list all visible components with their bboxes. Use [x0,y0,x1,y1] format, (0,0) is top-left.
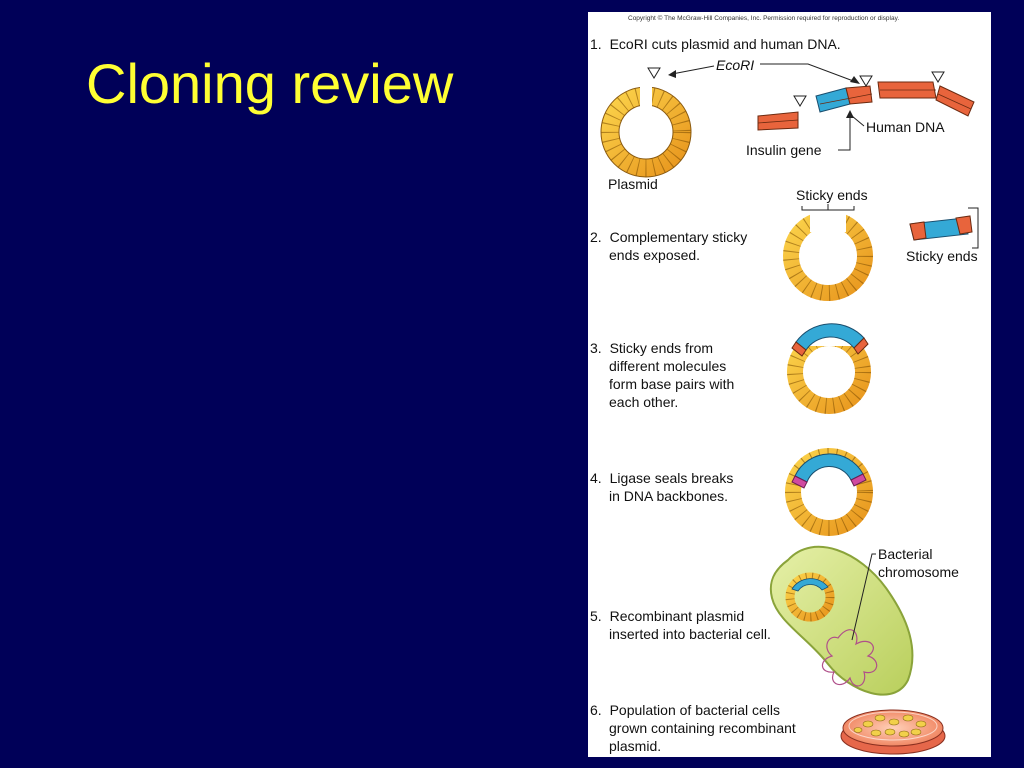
copyright-notice: Copyright © The McGraw-Hill Companies, I… [628,14,899,22]
bacterial-chromosome [821,629,878,687]
recombinant-plasmid-in-cell [785,572,835,622]
cloning-diagram: Copyright © The McGraw-Hill Companies, I… [590,14,979,755]
ecori-site-marker [647,67,661,79]
plasmid-label: Plasmid [608,176,658,192]
step-3-text: 3. Sticky ends from different molecules … [590,340,738,410]
human-dna-label: Human DNA [866,119,945,135]
insulin-gene-arrowhead [846,110,854,118]
step-5-text: 5. Recombinant plasmid inserted into bac… [590,608,771,642]
step-1-text: 1. EcoRI cuts plasmid and human DNA. [590,36,841,52]
plasmid-ring-step4 [785,448,873,536]
ecori-arrow-right [760,63,857,83]
sticky-ends-right-label: Sticky ends [906,248,978,264]
insulin-gene-leader [838,116,851,151]
bacterial-chromosome-leader [851,553,876,641]
sticky-ends-top-label: Sticky ends [796,187,868,203]
plasmid-ring [600,82,692,178]
insulin-fragment-step2 [909,215,973,241]
ecori-label: EcoRI [716,57,754,73]
ecori-arrowhead-right [850,76,860,84]
sticky-ends-top-bracket [801,204,855,211]
ecori-arrow-left [671,65,715,75]
step-4-text: 4. Ligase seals breaks in DNA backbones. [590,470,737,504]
plasmid-ring-step3 [787,323,871,414]
human-dna-strand [757,81,975,131]
ecori-arrowhead-left [668,70,676,78]
ecori-site-marker-4 [931,71,945,83]
insulin-gene-label: Insulin gene [746,142,822,158]
step-2-text: 2. Complementary sticky ends exposed. [590,229,751,263]
plasmid-ring-step2 [783,208,873,301]
step-6-text: 6. Population of bacterial cells grown c… [590,702,800,754]
cloning-figure: Copyright © The McGraw-Hill Companies, I… [588,12,991,757]
ecori-site-marker-3 [859,75,873,87]
slide-title: Cloning review [86,52,454,115]
ecori-site-marker-2 [793,95,807,107]
human-dna-leader [851,115,865,127]
bacterial-colonies [853,714,927,738]
bacterial-chromosome-label: Bacterial chromosome [878,546,959,580]
sticky-ends-right-bracket [968,207,979,249]
